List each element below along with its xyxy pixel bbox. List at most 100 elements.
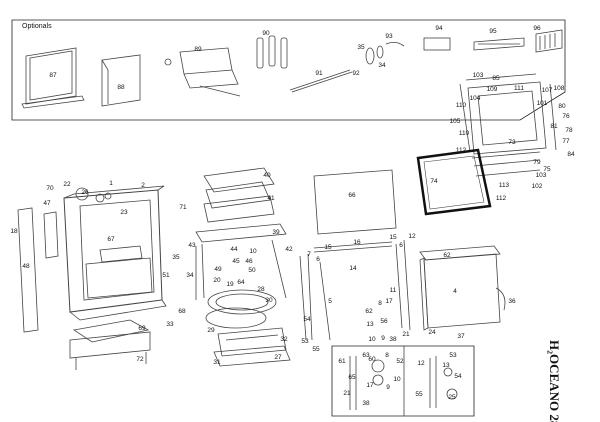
- part-56-label: 56: [380, 317, 388, 325]
- part-26-label: 26: [81, 188, 89, 196]
- part-7-label: 7: [307, 250, 311, 258]
- part-87-label: 87: [49, 71, 57, 79]
- part-44-label: 44: [230, 245, 238, 253]
- part-103-label: 103: [472, 71, 484, 79]
- part-36-label: 36: [508, 297, 516, 305]
- part-55-label-b: 55: [415, 390, 423, 398]
- part-21-label: 21: [402, 330, 410, 338]
- part-105-label: 105: [449, 117, 461, 125]
- part-77-label: 77: [562, 137, 570, 145]
- part-92-label: 92: [352, 69, 360, 77]
- part-69-label: 69: [138, 324, 146, 332]
- part-110-label-top: 110: [455, 101, 467, 109]
- part-5-label: 5: [328, 297, 332, 305]
- part-76-label: 76: [562, 112, 570, 120]
- part-32-label: 32: [280, 335, 288, 343]
- part-14-label: 14: [349, 264, 357, 272]
- part-62-label: 62: [365, 307, 373, 315]
- part-94-label: 94: [435, 24, 443, 32]
- part-55-label: 55: [312, 345, 320, 353]
- part-28-label: 28: [257, 285, 265, 293]
- part-80-label: 80: [558, 102, 566, 110]
- part-29-label: 29: [207, 326, 215, 334]
- part-40-label: 40: [263, 171, 271, 179]
- part-65-label: 65: [348, 373, 356, 381]
- part-39-label: 39: [272, 228, 280, 236]
- part-62-label-b: 62: [443, 251, 451, 259]
- part-17-label-b: 17: [366, 381, 374, 389]
- part-49-label: 49: [214, 265, 222, 273]
- part-35-label: 35: [357, 43, 365, 51]
- part-91-label: 91: [315, 69, 323, 77]
- part-50-label: 50: [248, 266, 256, 274]
- part-43-label: 43: [188, 241, 196, 249]
- part-61-label: 61: [338, 357, 346, 365]
- part-90-label: 90: [262, 29, 270, 37]
- part-79-label: 79: [533, 158, 541, 166]
- part-21-label-b: 21: [343, 389, 351, 397]
- part-11-label: 11: [389, 286, 397, 294]
- part-24-label: 24: [428, 328, 436, 336]
- part-12-label-b: 12: [417, 359, 425, 367]
- part-112-label: 112: [495, 194, 507, 202]
- part-75-label: 75: [543, 165, 551, 173]
- part-66-label: 66: [348, 191, 356, 199]
- part-84-label: 84: [567, 150, 575, 158]
- part-31-label: 31: [213, 358, 221, 366]
- part-13-label-b: 13: [442, 361, 450, 369]
- part-30-label: 30: [265, 296, 273, 304]
- part-81-label: 81: [550, 122, 558, 130]
- part-96-label: 96: [533, 24, 541, 32]
- part-48-label: 48: [22, 262, 30, 270]
- part-45-label: 45: [232, 257, 240, 265]
- part-38-label-b: 38: [362, 399, 370, 407]
- part-102-label: 102: [531, 182, 543, 190]
- part-93-label: 93: [385, 32, 393, 40]
- part-68-label: 68: [178, 307, 186, 315]
- part-41-label: 41: [267, 194, 275, 202]
- part-12-label: 12: [408, 232, 416, 240]
- part-63-label: 63: [362, 351, 370, 359]
- part-111-label: 111: [514, 84, 524, 92]
- part-109-label: 109: [486, 85, 498, 93]
- part-104-label: 104: [469, 94, 481, 102]
- part-110-label: 110: [458, 129, 470, 137]
- part-108-label: 108: [553, 84, 565, 92]
- model-title: H₂OCEANO 28: [547, 340, 562, 422]
- part-52-label: 52: [396, 357, 404, 365]
- part-89-label: 89: [194, 45, 202, 53]
- part-17-label: 17: [385, 297, 393, 305]
- part-34-label-mid: 34: [186, 271, 194, 279]
- part-35-label-mid: 35: [172, 253, 180, 261]
- part-67-label: 67: [107, 235, 115, 243]
- part-9-label-b: 9: [386, 383, 390, 391]
- part-112-label-top: 112: [455, 146, 467, 154]
- part-33-label: 33: [166, 320, 174, 328]
- optionals-label: Optionals: [22, 23, 52, 30]
- part-23-label: 23: [120, 208, 128, 216]
- part-74-label: 74: [430, 177, 438, 185]
- part-37-label: 37: [457, 332, 465, 340]
- part-71-label: 71: [179, 203, 187, 211]
- part-20-label: 20: [213, 276, 221, 284]
- part-42-label: 42: [285, 245, 293, 253]
- part-46-label: 46: [245, 257, 253, 265]
- part-53-label-b: 53: [449, 351, 457, 359]
- part-85-label: 85: [492, 74, 500, 82]
- part-16-label: 16: [353, 238, 361, 246]
- part-15-label: 15: [324, 243, 332, 251]
- part-1-label: 1: [109, 179, 113, 187]
- part-113-label: 113: [498, 181, 510, 189]
- part-15-label-b: 15: [389, 233, 397, 241]
- part-70-label: 70: [46, 184, 54, 192]
- part-8-label: 8: [378, 299, 382, 307]
- part-34-label: 34: [378, 61, 386, 69]
- part-13-label: 13: [366, 320, 374, 328]
- part-10-label-b: 10: [393, 375, 401, 383]
- part-19-label: 19: [226, 280, 234, 288]
- part-72-label: 72: [136, 355, 144, 363]
- part-22-label: 22: [63, 180, 71, 188]
- part-95-label: 95: [489, 27, 497, 35]
